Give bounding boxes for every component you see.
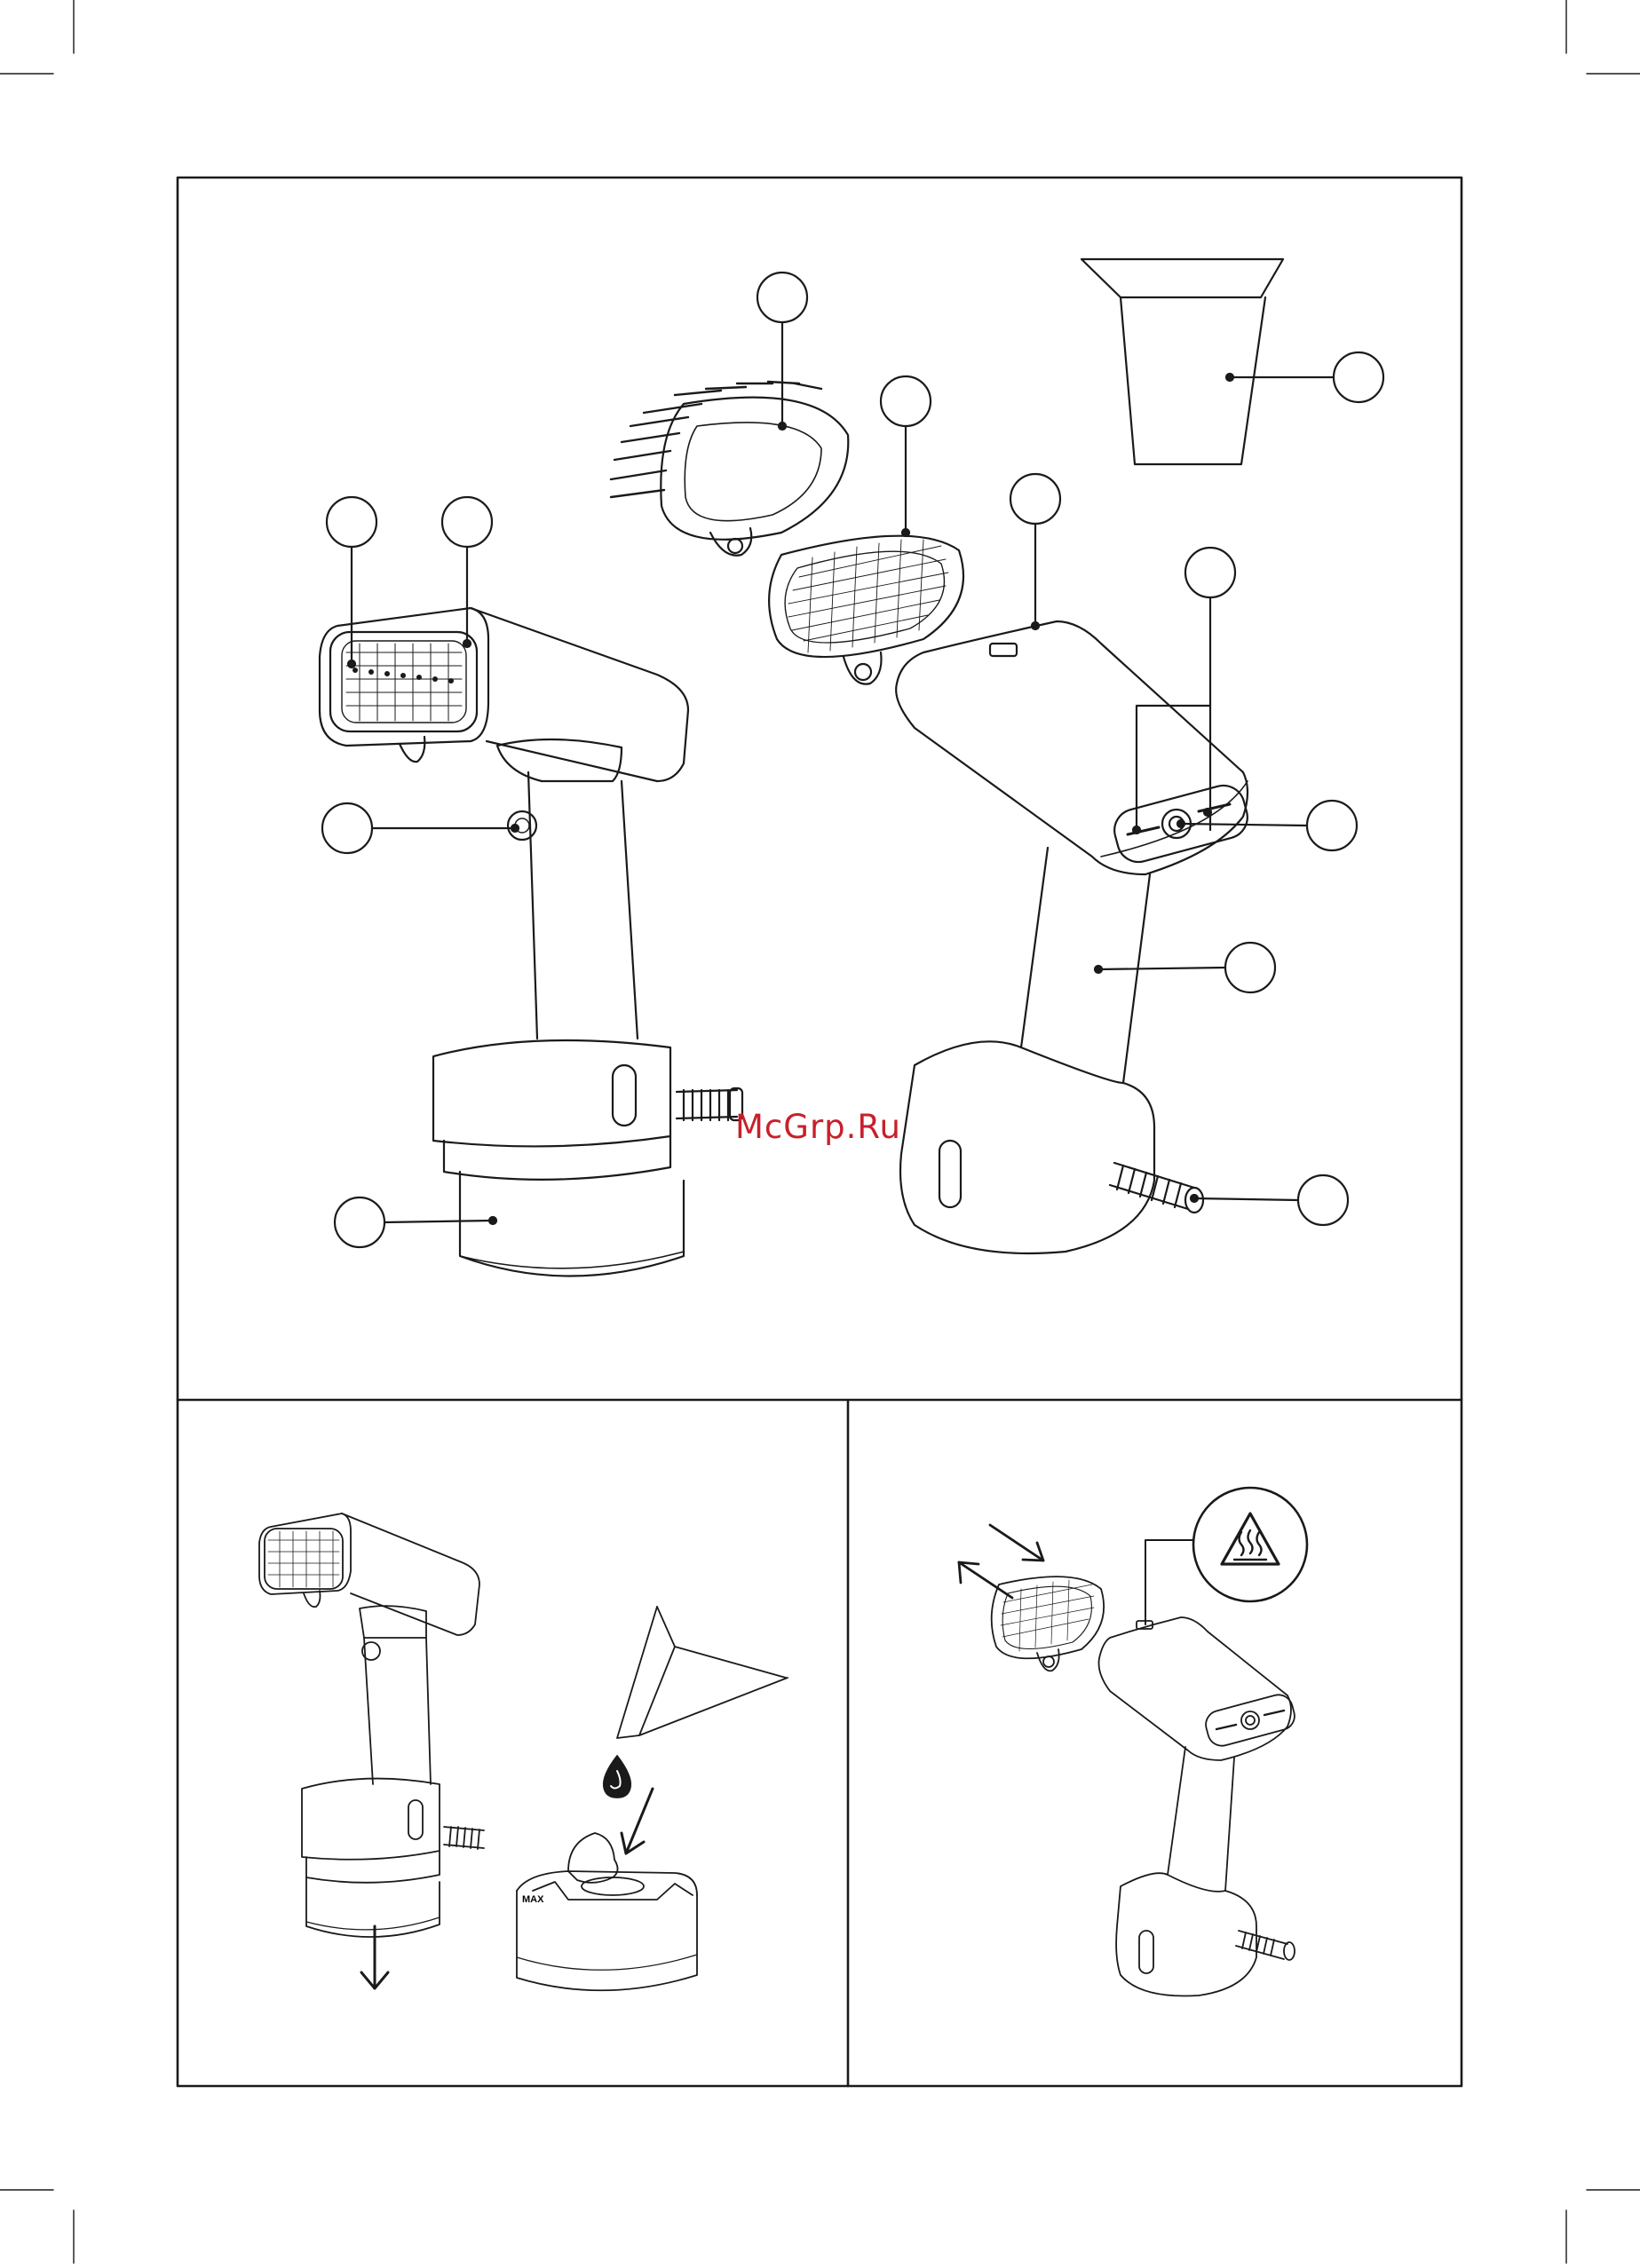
pour-arrow (622, 1789, 653, 1853)
callout-circle (1010, 474, 1060, 524)
callouts (322, 273, 1383, 1247)
callout-circle (757, 273, 807, 322)
remove-arrow (959, 1562, 1012, 1598)
steam-plate-mesh (346, 644, 462, 721)
watermark: McGrp.Ru (735, 1108, 901, 1146)
steamer-front-view (320, 608, 742, 1276)
brush-attachment (611, 382, 848, 556)
callout-circle (1225, 943, 1275, 992)
callout-circle (1185, 548, 1235, 597)
callout-circle (335, 1197, 384, 1247)
hot-surface-icon (1145, 1488, 1307, 1624)
fill-tank-panel (259, 1513, 788, 1990)
water-tank-open (517, 1833, 697, 1990)
mesh-steam-plate-attachment (769, 536, 963, 684)
tank-max-label: MAX (522, 1894, 543, 1905)
attachment-panel (959, 1488, 1307, 1996)
callout-circle (327, 497, 376, 547)
steamer-attachment-view (1099, 1617, 1298, 1996)
mesh-grid (788, 540, 948, 652)
steam-holes (353, 668, 454, 684)
callout-circle (881, 376, 931, 426)
callout-circle (1307, 801, 1357, 850)
water-drop-icon (604, 1756, 630, 1798)
down-arrow (361, 1926, 388, 1988)
mesh-plate-small (992, 1577, 1104, 1671)
steamer-back-view (896, 621, 1252, 1253)
water-tank-right (900, 1041, 1154, 1253)
callout-circle (1334, 352, 1383, 402)
callout-circle (442, 497, 492, 547)
callout-circle (322, 803, 372, 853)
measuring-cup (1081, 259, 1283, 464)
insert-arrow (990, 1525, 1043, 1561)
steamer-small (259, 1513, 484, 1937)
cord-connector-right (1110, 1163, 1203, 1213)
callout-circle (1298, 1175, 1348, 1225)
release-button (990, 644, 1017, 656)
cord-connector-left (677, 1088, 742, 1120)
measuring-cup-pouring (617, 1607, 788, 1738)
